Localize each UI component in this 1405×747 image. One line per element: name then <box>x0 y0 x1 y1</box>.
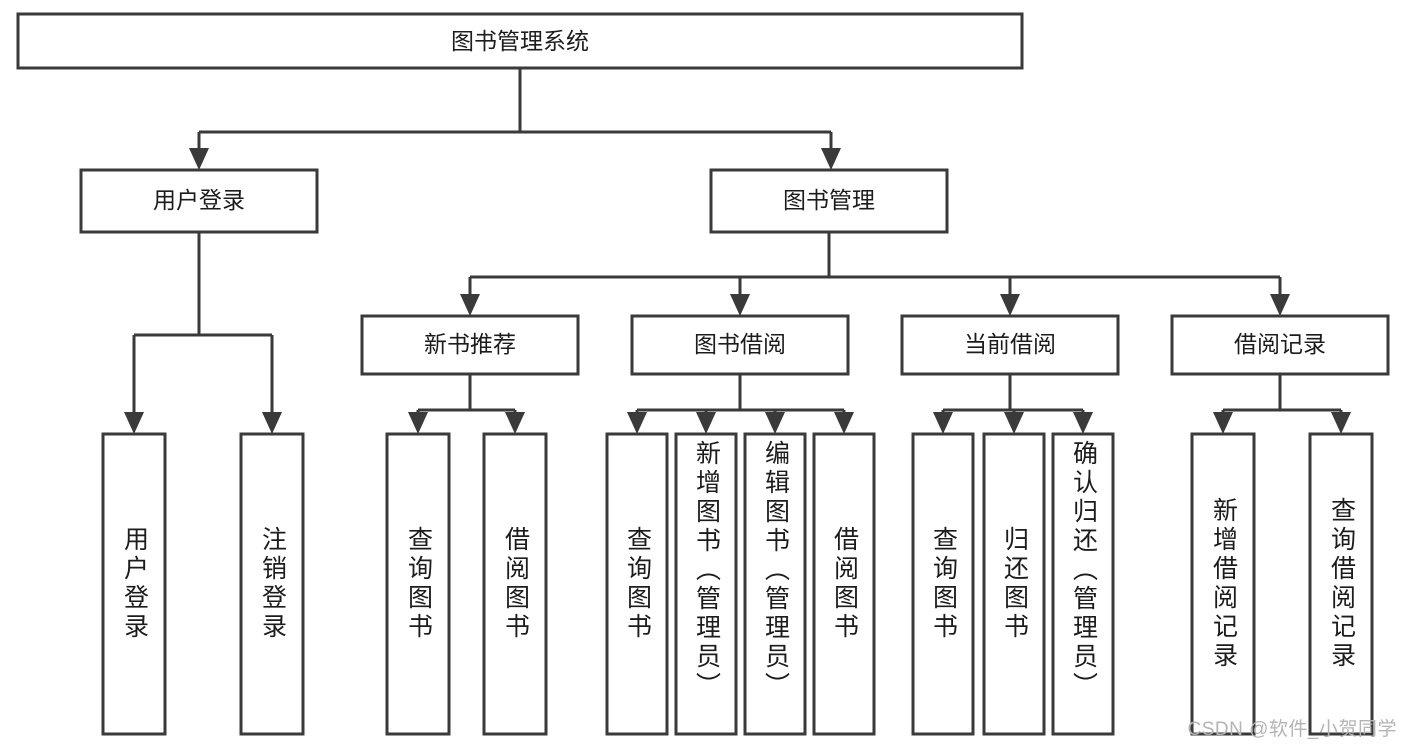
node-leaf-borrow-book-rec-box[interactable] <box>482 432 548 736</box>
node-leaf-query-book-rec-box[interactable] <box>385 432 451 736</box>
arrow-to-leaf-logout <box>262 412 282 434</box>
node-root-box[interactable] <box>16 12 1024 70</box>
arrow-to-leaf-borrow-book-rec <box>505 412 525 434</box>
node-current-borrow-label: 当前借阅 <box>964 331 1056 357</box>
arrow-to-book-manage <box>821 148 841 170</box>
node-leaf-add-book-box[interactable] <box>674 432 738 736</box>
node-leaf-query-book-borrow-box[interactable] <box>605 432 669 736</box>
arrow-to-leaf-return-book <box>1004 412 1024 434</box>
csdn-watermark: CSDN @软件_小贺同学 <box>1187 719 1397 740</box>
arrow-to-borrow-record <box>1270 294 1290 316</box>
node-leaf-return-book-box[interactable] <box>982 432 1046 736</box>
node-leaf-query-record-box[interactable] <box>1308 432 1374 736</box>
node-leaf-add-record-box[interactable] <box>1190 432 1256 736</box>
node-leaf-user-login-box[interactable] <box>101 432 167 736</box>
arrow-to-current-borrow <box>1000 294 1020 316</box>
node-layer: 图书管理系统 用户登录 图书管理 新书推荐 图书借阅 当前借阅 借阅记录 <box>16 12 1390 736</box>
node-root-label: 图书管理系统 <box>451 28 589 54</box>
node-book-borrow-label: 图书借阅 <box>694 331 786 357</box>
arrow-to-leaf-user-login <box>124 412 144 434</box>
arrow-to-leaf-add-record <box>1213 412 1233 434</box>
node-book-manage-label: 图书管理 <box>783 187 875 213</box>
node-leaf-query-book-cur-box[interactable] <box>911 432 975 736</box>
node-new-book-rec-box[interactable] <box>360 314 580 376</box>
node-leaf-edit-book-box[interactable] <box>743 432 807 736</box>
arrow-to-new-book-rec <box>460 294 480 316</box>
node-user-login-box[interactable] <box>79 168 319 234</box>
arrow-to-book-borrow <box>730 294 750 316</box>
arrow-to-leaf-query-book-borrow <box>627 412 647 434</box>
arrow-to-leaf-borrow-book <box>834 412 854 434</box>
arrow-to-leaf-query-book-rec <box>408 412 428 434</box>
arrow-to-leaf-edit-book <box>765 412 785 434</box>
node-borrow-record-box[interactable] <box>1170 314 1390 376</box>
node-leaf-logout-box[interactable] <box>239 432 305 736</box>
node-current-borrow-box[interactable] <box>900 314 1120 376</box>
connector-layer <box>124 68 1351 434</box>
node-new-book-rec-label: 新书推荐 <box>424 331 516 357</box>
arrow-to-leaf-add-book <box>696 412 716 434</box>
node-borrow-record-label: 借阅记录 <box>1234 331 1326 357</box>
node-book-manage-box[interactable] <box>709 168 949 234</box>
node-user-login-label: 用户登录 <box>153 187 245 213</box>
node-book-borrow-box[interactable] <box>630 314 850 376</box>
arrow-to-leaf-confirm-return <box>1073 412 1093 434</box>
arrow-to-leaf-query-book-cur <box>933 412 953 434</box>
arrow-to-user-login <box>189 148 209 170</box>
arrow-to-leaf-query-record <box>1331 412 1351 434</box>
node-leaf-borrow-book-box[interactable] <box>812 432 876 736</box>
node-leaf-confirm-return-box[interactable] <box>1051 432 1115 736</box>
